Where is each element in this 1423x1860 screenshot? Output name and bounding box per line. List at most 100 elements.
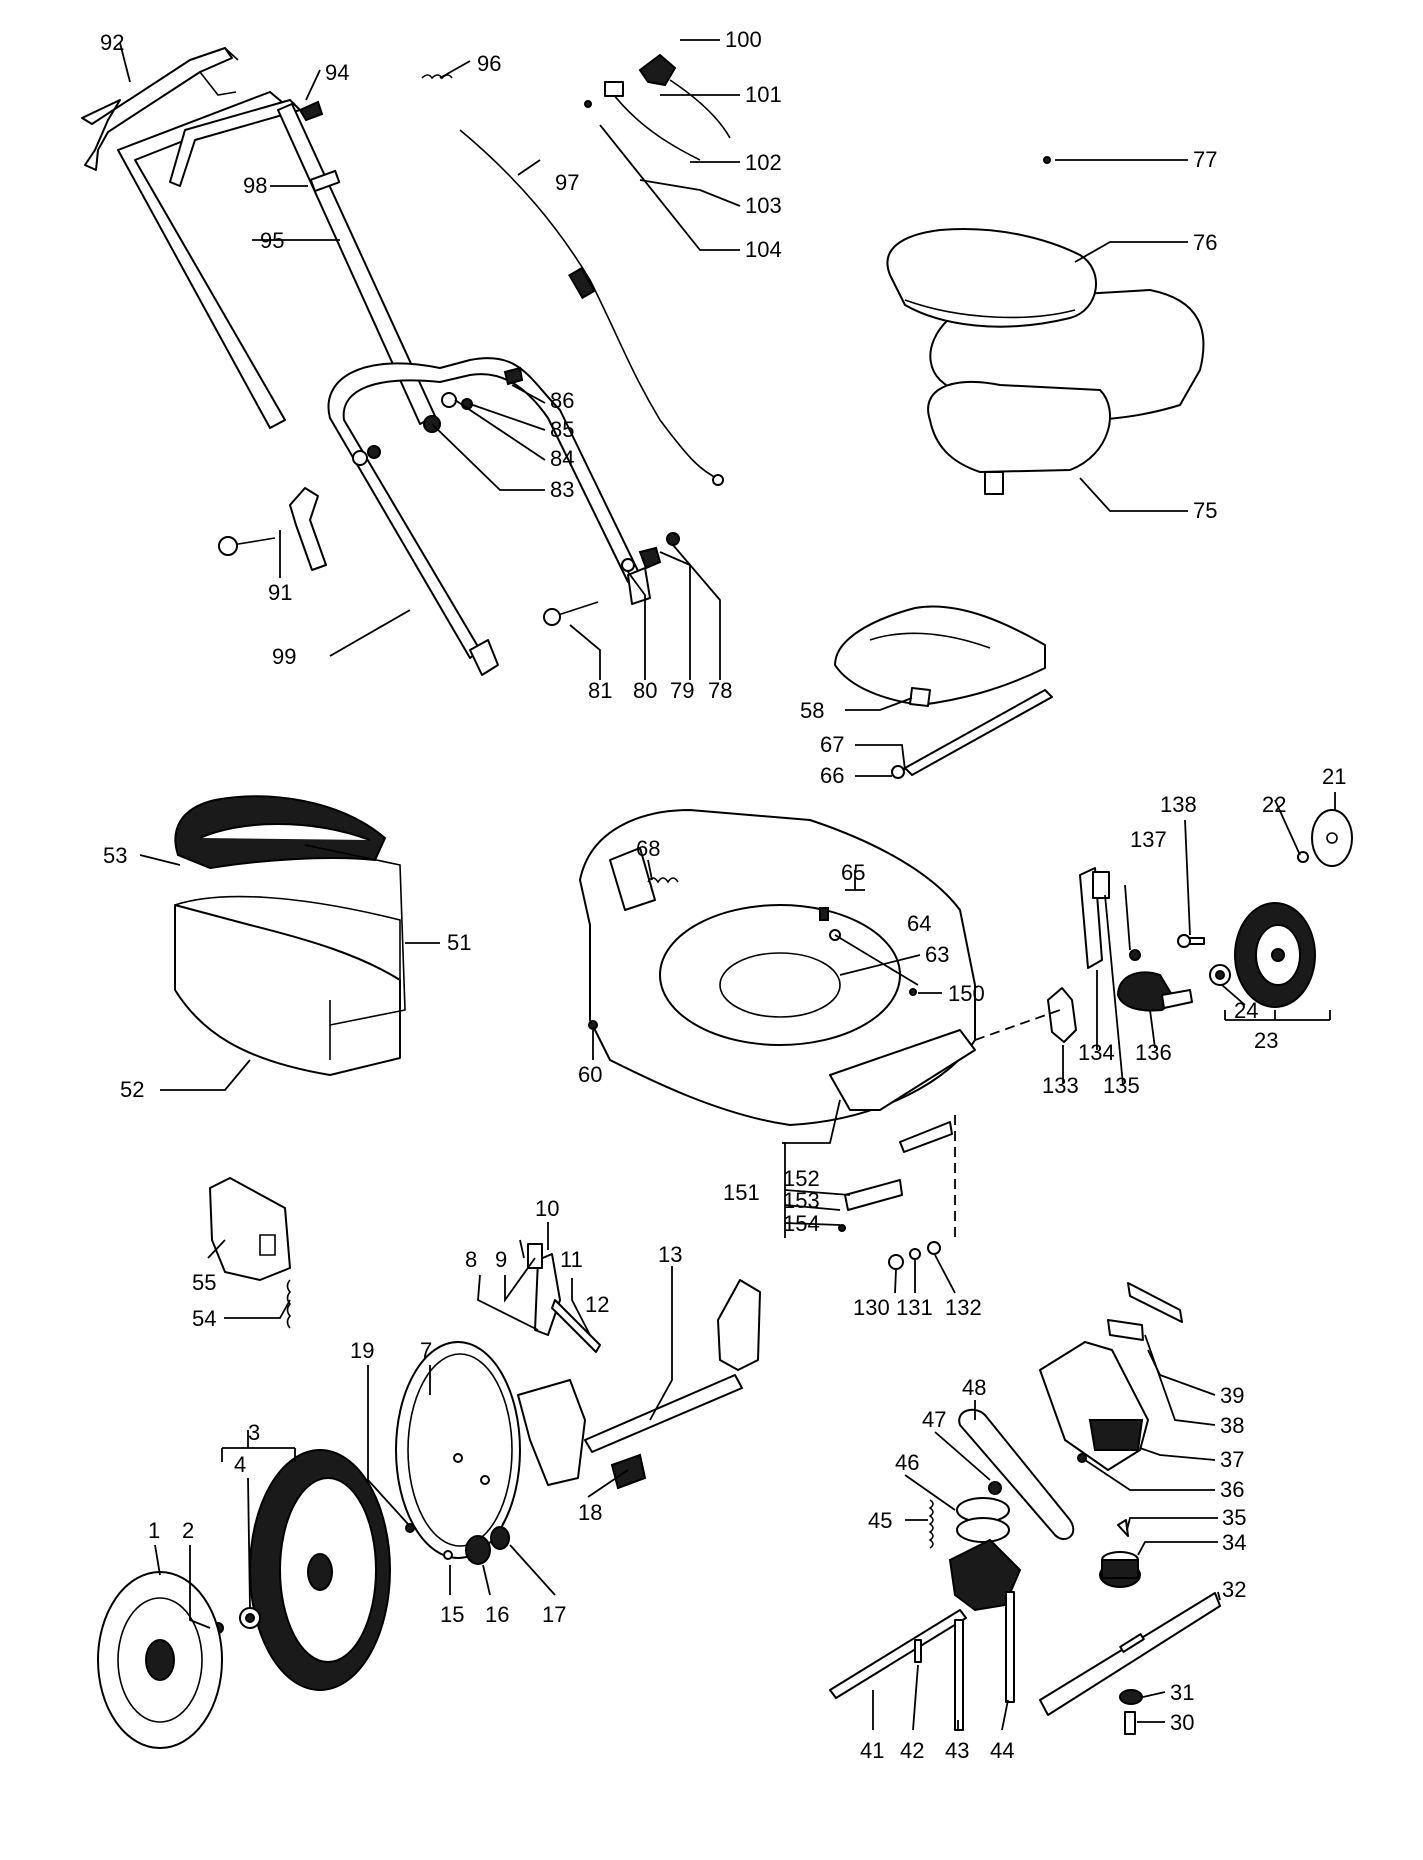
cable-97 bbox=[459, 129, 724, 486]
callout-31: 31 bbox=[1170, 1680, 1194, 1705]
gearbox bbox=[948, 1538, 1022, 1612]
bolt-30 bbox=[1124, 1711, 1136, 1735]
callout-99: 99 bbox=[272, 644, 296, 669]
callout-9: 9 bbox=[495, 1247, 507, 1272]
callout-78: 78 bbox=[708, 678, 732, 703]
spring-54 bbox=[286, 1279, 292, 1329]
callout-92: 92 bbox=[100, 30, 124, 55]
upper-handle-92 bbox=[81, 47, 239, 171]
callout-18: 18 bbox=[578, 1500, 602, 1525]
callout-101: 101 bbox=[745, 82, 782, 107]
callout-91: 91 bbox=[268, 580, 292, 605]
bearing-17 bbox=[490, 1526, 510, 1550]
callout-8: 8 bbox=[465, 1247, 477, 1272]
callout-44: 44 bbox=[990, 1738, 1014, 1763]
callout-2: 2 bbox=[182, 1518, 194, 1543]
cover-55 bbox=[209, 1177, 291, 1281]
plate-38 bbox=[1107, 1319, 1144, 1341]
callout-79: 79 bbox=[670, 678, 694, 703]
pulley-46 bbox=[956, 1497, 1010, 1543]
callout-86: 86 bbox=[550, 388, 574, 413]
handle-tube-left bbox=[117, 91, 286, 429]
callout-130: 130 bbox=[853, 1295, 890, 1320]
callout-137: 137 bbox=[1130, 827, 1167, 852]
callout-104: 104 bbox=[745, 237, 782, 262]
callout-1: 1 bbox=[148, 1518, 160, 1543]
washers-78-80 bbox=[621, 532, 680, 572]
pulley-47 bbox=[988, 1481, 1002, 1495]
callout-96: 96 bbox=[477, 51, 501, 76]
callout-103: 103 bbox=[745, 193, 782, 218]
washers-130-132 bbox=[888, 1241, 941, 1270]
callout-133: 133 bbox=[1042, 1073, 1079, 1098]
screw-36 bbox=[1077, 1453, 1087, 1463]
callout-22: 22 bbox=[1262, 792, 1286, 817]
grip-135 bbox=[1092, 871, 1110, 899]
chute-39 bbox=[1127, 1282, 1183, 1323]
adapter-34 bbox=[1099, 1551, 1141, 1588]
spring-45 bbox=[928, 1499, 934, 1549]
callout-68: 68 bbox=[636, 836, 660, 861]
callout-55: 55 bbox=[192, 1270, 216, 1295]
callout-23: 23 bbox=[1254, 1028, 1278, 1053]
hubcap-1 bbox=[97, 1571, 223, 1749]
bag-frame-51 bbox=[304, 844, 406, 1026]
callout-152: 152 bbox=[783, 1166, 820, 1191]
callout-132: 132 bbox=[945, 1295, 982, 1320]
callout-84: 84 bbox=[550, 446, 574, 471]
callout-41: 41 bbox=[860, 1738, 884, 1763]
screw-138 bbox=[1177, 934, 1205, 948]
callout-numbers: 92 94 96 100 101 102 103 104 97 98 95 77… bbox=[100, 27, 1346, 1763]
screws-65 bbox=[819, 907, 841, 941]
front-wheel-3 bbox=[249, 1449, 391, 1691]
screw-19 bbox=[405, 1523, 415, 1533]
throttle-control-101 bbox=[584, 53, 731, 161]
washer-31 bbox=[1119, 1689, 1143, 1705]
callout-134: 134 bbox=[1078, 1040, 1115, 1065]
bearing-24 bbox=[1209, 964, 1231, 986]
callout-153: 153 bbox=[783, 1188, 820, 1213]
shaft-43 bbox=[954, 1619, 964, 1731]
callout-67: 67 bbox=[820, 732, 844, 757]
callout-58: 58 bbox=[800, 698, 824, 723]
spring-96 bbox=[421, 74, 453, 80]
bearing-4 bbox=[239, 1607, 261, 1629]
callout-47: 47 bbox=[922, 1407, 946, 1432]
callout-80: 80 bbox=[633, 678, 657, 703]
callout-16: 16 bbox=[485, 1602, 509, 1627]
housing-37 bbox=[1039, 1341, 1149, 1471]
lower-handle-99 bbox=[327, 357, 651, 676]
callout-13: 13 bbox=[658, 1242, 682, 1267]
callout-3: 3 bbox=[248, 1420, 260, 1445]
callout-138: 138 bbox=[1160, 792, 1197, 817]
shaft-41 bbox=[829, 1609, 967, 1699]
hubcap-21 bbox=[1311, 809, 1353, 867]
callout-100: 100 bbox=[725, 27, 762, 52]
leader-lines bbox=[119, 39, 1336, 1731]
callout-98: 98 bbox=[243, 173, 267, 198]
callout-95: 95 bbox=[260, 228, 284, 253]
callout-65: 65 bbox=[841, 860, 865, 885]
clip-15 bbox=[443, 1550, 453, 1560]
pinion-16 bbox=[465, 1535, 491, 1565]
callout-154: 154 bbox=[783, 1211, 820, 1236]
callout-48: 48 bbox=[962, 1375, 986, 1400]
bracket-91 bbox=[218, 487, 327, 571]
callout-39: 39 bbox=[1220, 1383, 1244, 1408]
callout-43: 43 bbox=[945, 1738, 969, 1763]
shaft-44 bbox=[1005, 1591, 1015, 1703]
callout-136: 136 bbox=[1135, 1040, 1172, 1065]
grass-bag-frame-53 bbox=[174, 795, 387, 870]
key-35 bbox=[1117, 1519, 1129, 1537]
callout-150: 150 bbox=[948, 981, 985, 1006]
callout-42: 42 bbox=[900, 1738, 924, 1763]
callout-151: 151 bbox=[723, 1180, 760, 1205]
belt-48 bbox=[958, 1408, 1075, 1540]
callout-24: 24 bbox=[1234, 998, 1258, 1023]
callout-97: 97 bbox=[555, 170, 579, 195]
engine-cover-76 bbox=[886, 228, 1097, 328]
callout-64: 64 bbox=[907, 911, 931, 936]
callout-12: 12 bbox=[585, 1292, 609, 1317]
callout-51: 51 bbox=[447, 930, 471, 955]
